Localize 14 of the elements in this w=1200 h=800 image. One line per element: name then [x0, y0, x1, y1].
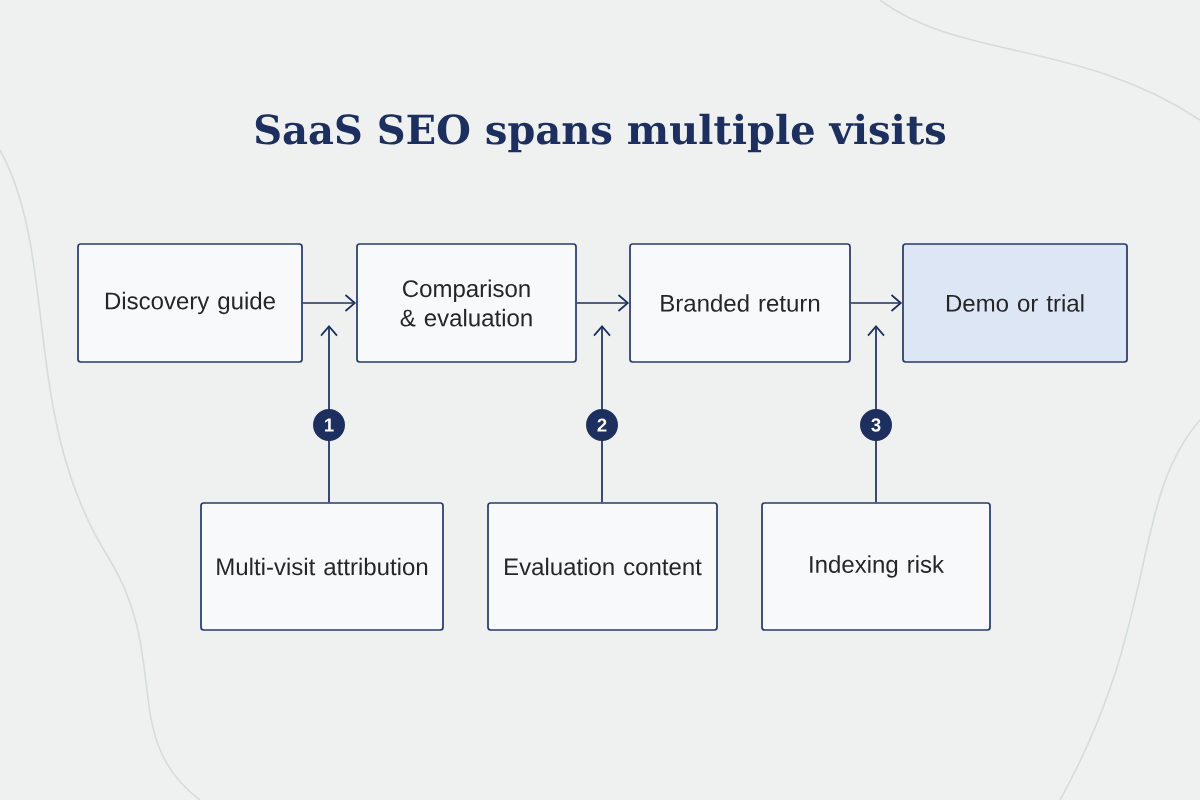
arrow [850, 294, 903, 312]
step-number: 2 [586, 409, 618, 441]
process-box: Demo or trial [902, 243, 1128, 363]
step-number: 3 [860, 409, 892, 441]
process-box: Branded return [629, 243, 851, 363]
step-number: 1 [313, 409, 345, 441]
process-box: Evaluation content [487, 502, 718, 631]
title: SaaS SEO spans multiple visits [255, 113, 946, 153]
arrow [302, 294, 357, 312]
process-box: Comparison & evaluation [356, 243, 577, 363]
process-box: Multi-visit attribution [200, 502, 444, 631]
process-box: Indexing risk [761, 502, 991, 631]
arrow [576, 294, 630, 312]
process-box: Discovery guide [77, 243, 303, 363]
